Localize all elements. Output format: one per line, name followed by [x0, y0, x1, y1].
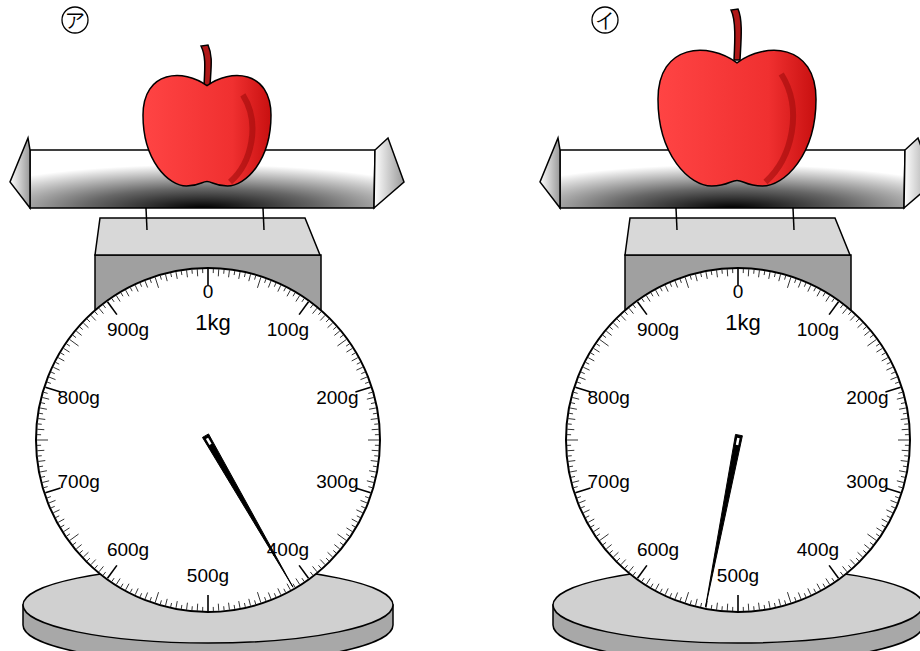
dial-number: 700g	[58, 471, 100, 493]
dial-number: 200g	[846, 387, 888, 409]
dial-number: 0	[733, 281, 744, 303]
dial-number: 600g	[107, 539, 149, 561]
dial-number: 300g	[846, 471, 888, 493]
dial-number: 500g	[187, 565, 229, 587]
dial-number: 100g	[267, 319, 309, 341]
dial-number: 300g	[316, 471, 358, 493]
scale-mark: イ	[595, 7, 615, 34]
dial-capacity: 1kg	[725, 310, 760, 336]
dial-number: 700g	[588, 471, 630, 493]
dial-number: 800g	[588, 387, 630, 409]
dial-number: 100g	[797, 319, 839, 341]
dial-number: 200g	[316, 387, 358, 409]
scale-mark: ア	[65, 7, 85, 34]
kitchen-scale	[10, 7, 404, 651]
kitchen-scale	[540, 7, 920, 651]
dial-capacity: 1kg	[195, 310, 230, 336]
dial-number: 400g	[797, 539, 839, 561]
dial-number: 0	[203, 281, 214, 303]
dial-number: 900g	[637, 319, 679, 341]
dial-number: 800g	[58, 387, 100, 409]
dial-number: 900g	[107, 319, 149, 341]
dial-number: 500g	[717, 565, 759, 587]
dial-number: 600g	[637, 539, 679, 561]
dial-number: 400g	[267, 539, 309, 561]
